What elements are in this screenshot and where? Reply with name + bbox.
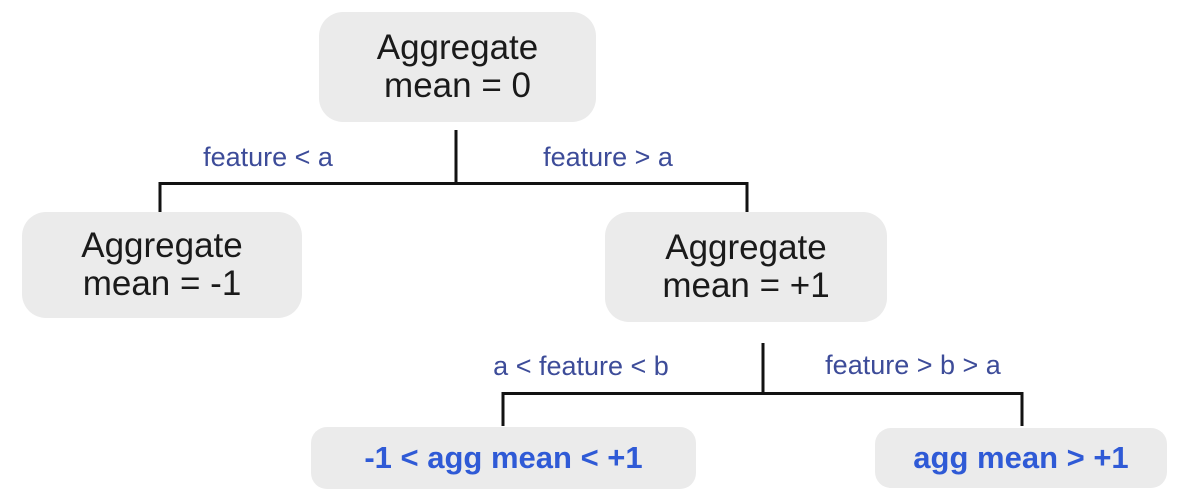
edge-label-feature-greater-b-greater-a: feature > b > a (825, 350, 1001, 380)
node-root-label: Aggregate (376, 27, 539, 67)
leaf-agg-mean-between: -1 < agg mean < +1 (311, 427, 696, 489)
node-root-mean: mean = 0 (384, 66, 531, 105)
node-root: Aggregate mean = 0 (319, 12, 596, 122)
connector-level1-bracket (158, 182, 749, 212)
leaf-agg-mean-greater: agg mean > +1 (875, 428, 1167, 488)
edge-label-feature-greater-a: feature > a (543, 142, 673, 172)
edge-label-feature-less-a: feature < a (203, 142, 333, 172)
node-left-child-mean: mean = -1 (82, 264, 242, 303)
node-right-child-mean: mean = +1 (662, 266, 830, 305)
connector-level2-bracket (501, 392, 1024, 426)
node-right-child-label: Aggregate (665, 227, 827, 267)
node-left-child: Aggregate mean = -1 (22, 212, 302, 318)
node-right-child: Aggregate mean = +1 (605, 212, 887, 322)
edge-label-a-less-feature-less-b: a < feature < b (493, 351, 669, 381)
node-left-child-label: Aggregate (81, 225, 243, 265)
